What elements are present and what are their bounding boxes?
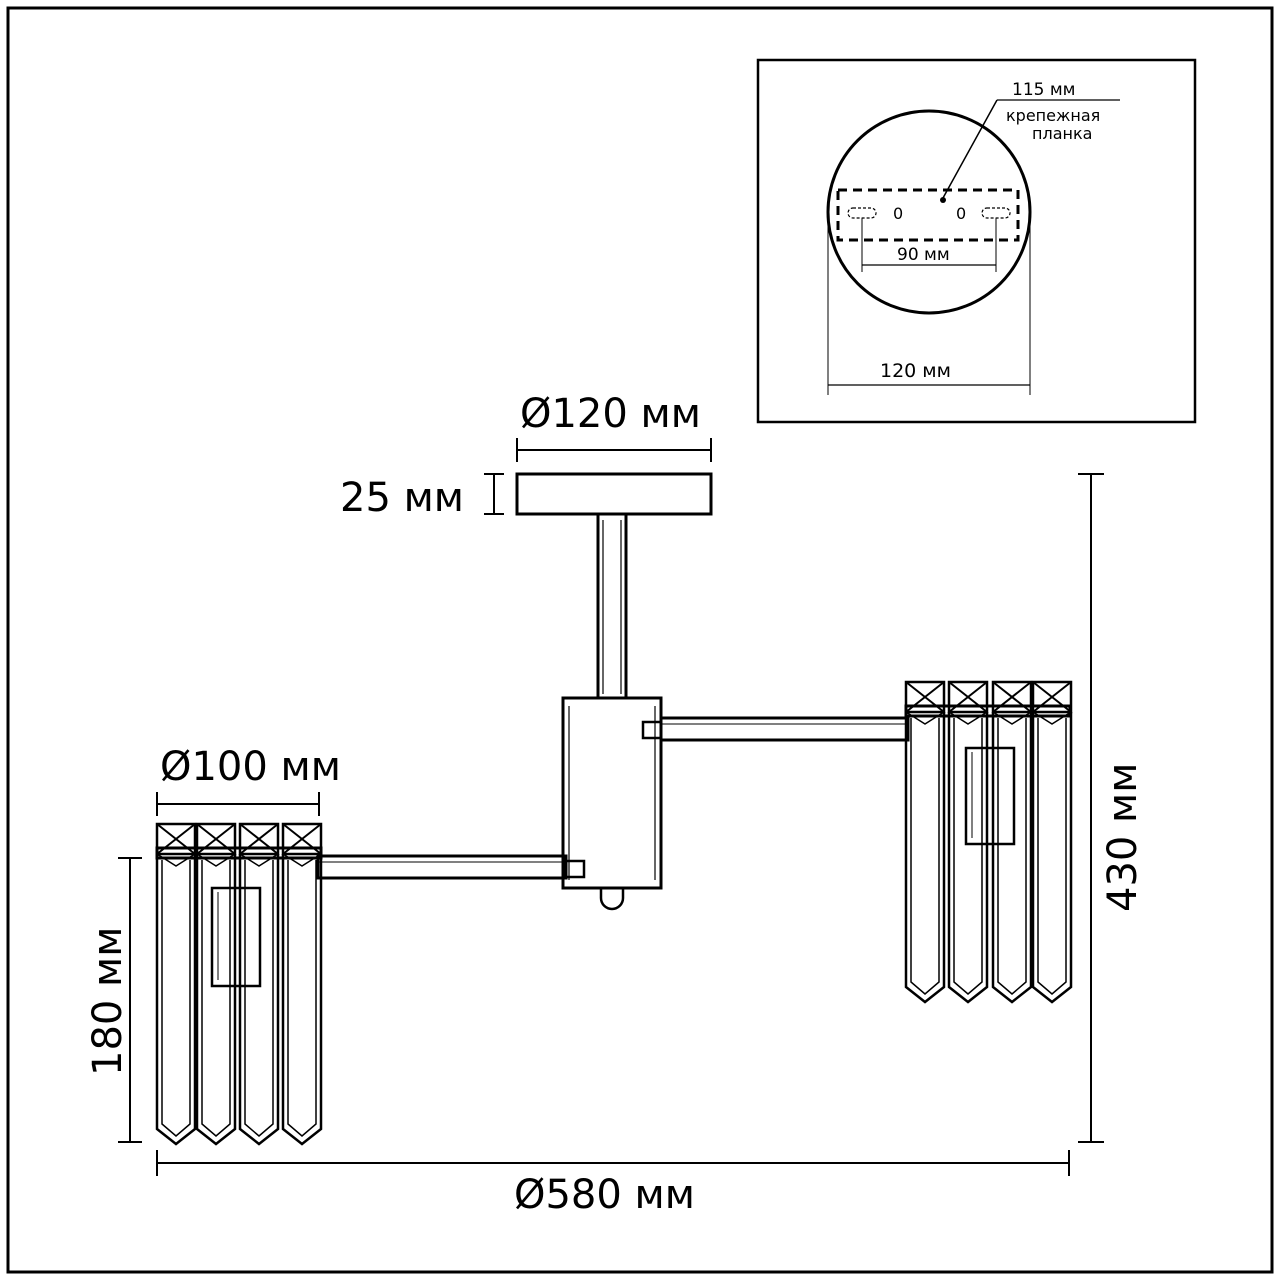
luminaire-drawing: Ø120 мм 25 мм — [85, 391, 1146, 1218]
left-arm — [316, 854, 568, 880]
hole-right-mark: 0 — [956, 204, 966, 223]
bracket-label-line1: крепежная — [1006, 106, 1100, 125]
left-crystal-shade — [155, 822, 323, 1146]
right-arm-joint — [641, 720, 663, 740]
mounting-plate-circle — [826, 109, 1032, 315]
bracket-label-line2: планка — [1032, 124, 1092, 143]
right-lamp-holder — [964, 746, 1016, 846]
slot-left — [847, 207, 877, 219]
slot-right — [981, 207, 1011, 219]
inset-panel: 0 0 115 мм крепежная планка 90 мм 120 мм — [756, 58, 1197, 424]
center-dot — [940, 197, 946, 203]
right-arm — [659, 716, 910, 742]
bracket-length-label: 115 мм — [1012, 80, 1076, 100]
total-height-label: 430 мм — [1100, 763, 1146, 912]
left-lamp-holder — [210, 886, 262, 988]
plate-diameter-label: 120 мм — [880, 360, 951, 382]
outer-frame — [6, 6, 1274, 1274]
finial — [599, 888, 625, 911]
hole-spacing-label: 90 мм — [897, 245, 950, 265]
canopy — [515, 472, 713, 516]
shade-diameter-label: Ø100 мм — [160, 744, 341, 790]
rod — [596, 512, 628, 700]
central-body — [561, 696, 663, 890]
right-crystal-shade — [904, 680, 1073, 1004]
canopy-diameter-label: Ø120 мм — [520, 391, 701, 437]
shade-height-label: 180 мм — [85, 927, 131, 1076]
canopy-height-label: 25 мм — [340, 475, 464, 521]
hole-left-mark: 0 — [893, 204, 903, 223]
total-width-label: Ø580 мм — [514, 1172, 695, 1218]
mounting-bracket — [836, 188, 1020, 242]
